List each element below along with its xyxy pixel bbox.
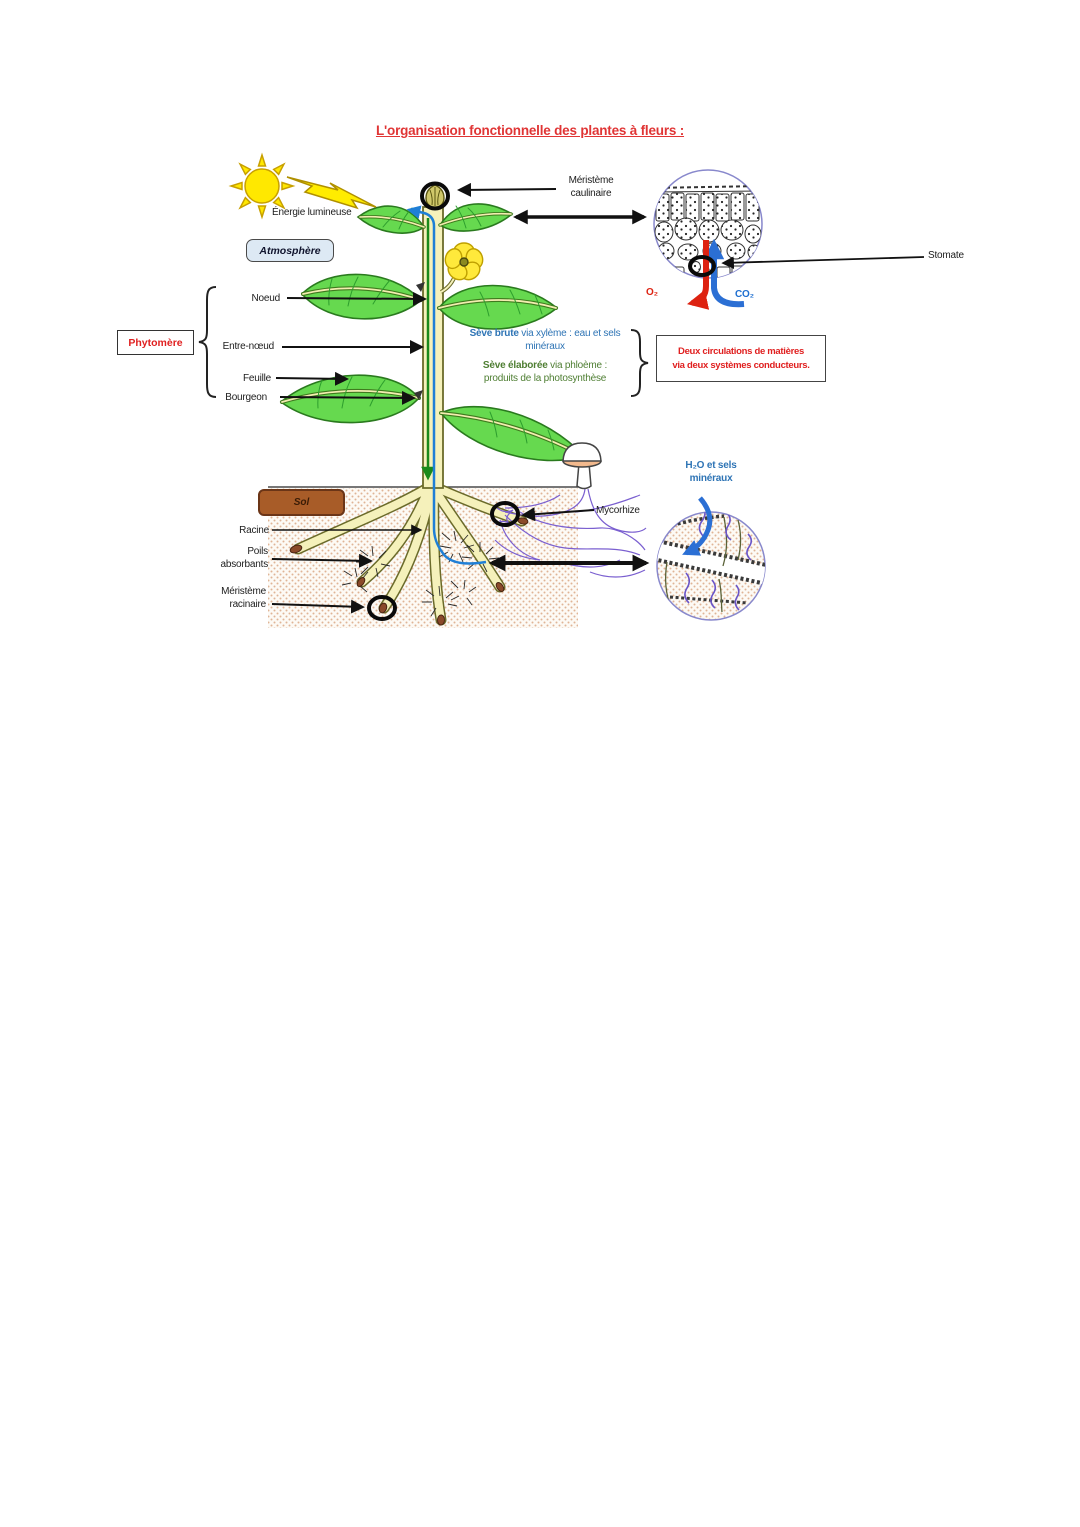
- annotation-rings: [367, 181, 520, 621]
- flower-icon: [439, 242, 484, 294]
- leaf: [279, 374, 421, 424]
- noeud-label: Noeud: [251, 293, 281, 304]
- atmosphere-box: Atmosphère: [246, 239, 334, 262]
- mycorhize-ring: [490, 501, 520, 527]
- sap-flows: [406, 205, 487, 565]
- meristeme-caulinaire-label: Méristème caulinaire: [568, 175, 614, 199]
- arrow-feuille: [275, 371, 349, 386]
- root-meristem-ring: [367, 595, 397, 621]
- arrow-noeud: [286, 291, 427, 306]
- arrow-mycorhize: [521, 507, 595, 522]
- leaf: [300, 273, 423, 320]
- h2o-arrow: [682, 496, 713, 556]
- root-cross-section-circle: [656, 496, 766, 621]
- h2o-sels-label: H₂O et sels minéraux: [685, 460, 737, 484]
- poils-absorbants-label: Poils absorbants: [220, 546, 269, 570]
- stomate-label: Stomate: [928, 250, 964, 261]
- page-title: L'organisation fonctionnelle des plantes…: [375, 123, 685, 138]
- arrow-bourgeon: [279, 390, 416, 405]
- arrow-poils-absorbants: [271, 553, 373, 568]
- diagram-canvas: [198, 152, 925, 628]
- co2-label: CO₂: [735, 289, 754, 300]
- leaf: [439, 405, 586, 462]
- stomate-ring: [688, 255, 716, 277]
- meristeme-racinaire-label: Méristème racinaire: [221, 586, 266, 610]
- o2-label: O₂: [646, 287, 658, 298]
- shoot-apical-bud: [425, 184, 445, 209]
- atmosphere-label: Atmosphère: [259, 244, 321, 257]
- racine-label: Racine: [239, 525, 269, 536]
- bourgeon-label: Bourgeon: [225, 392, 267, 403]
- leaves: [279, 203, 586, 462]
- phytomere-brace: [198, 286, 217, 398]
- arrow-meristeme-racinaire: [271, 599, 365, 614]
- axillary-buds: [414, 282, 425, 400]
- feuille-label: Feuille: [242, 373, 271, 384]
- circulations-brace: [630, 329, 649, 397]
- sol-label: Sol: [293, 497, 310, 508]
- circulations-box: Deux circulations de matières via deux s…: [656, 335, 826, 382]
- arrow-meristeme-caulinaire: [457, 182, 557, 197]
- sun-icon: [228, 152, 296, 220]
- arrow-stomate: [721, 256, 925, 270]
- mycorhize-label: Mycorhize: [596, 505, 640, 516]
- phytomere-label: Phytomère: [128, 336, 183, 349]
- seve-elaboree-label: Sève élaborée via phloème : produits de …: [482, 360, 608, 384]
- leaf-cross-section-circle: [653, 169, 763, 310]
- o2-arrow: [687, 240, 710, 310]
- seve-brute-label: Sève brute via xylème : eau et sels miné…: [469, 328, 621, 352]
- co2-arrow: [703, 238, 745, 308]
- entre-noeud-label: Entre-nœud: [222, 341, 275, 352]
- leaf: [437, 284, 559, 330]
- connectors: [198, 182, 925, 614]
- xylem-flow: [406, 205, 487, 565]
- leaf: [438, 203, 514, 232]
- energie-lumineuse-label: Énergie lumineuse: [272, 207, 352, 218]
- mushroom-icon: [562, 442, 602, 490]
- phytomere-box: Phytomère: [117, 330, 194, 355]
- lightning-icon: [286, 176, 377, 210]
- sol-box: Sol: [258, 489, 345, 516]
- shoot-meristem-ring: [420, 181, 450, 211]
